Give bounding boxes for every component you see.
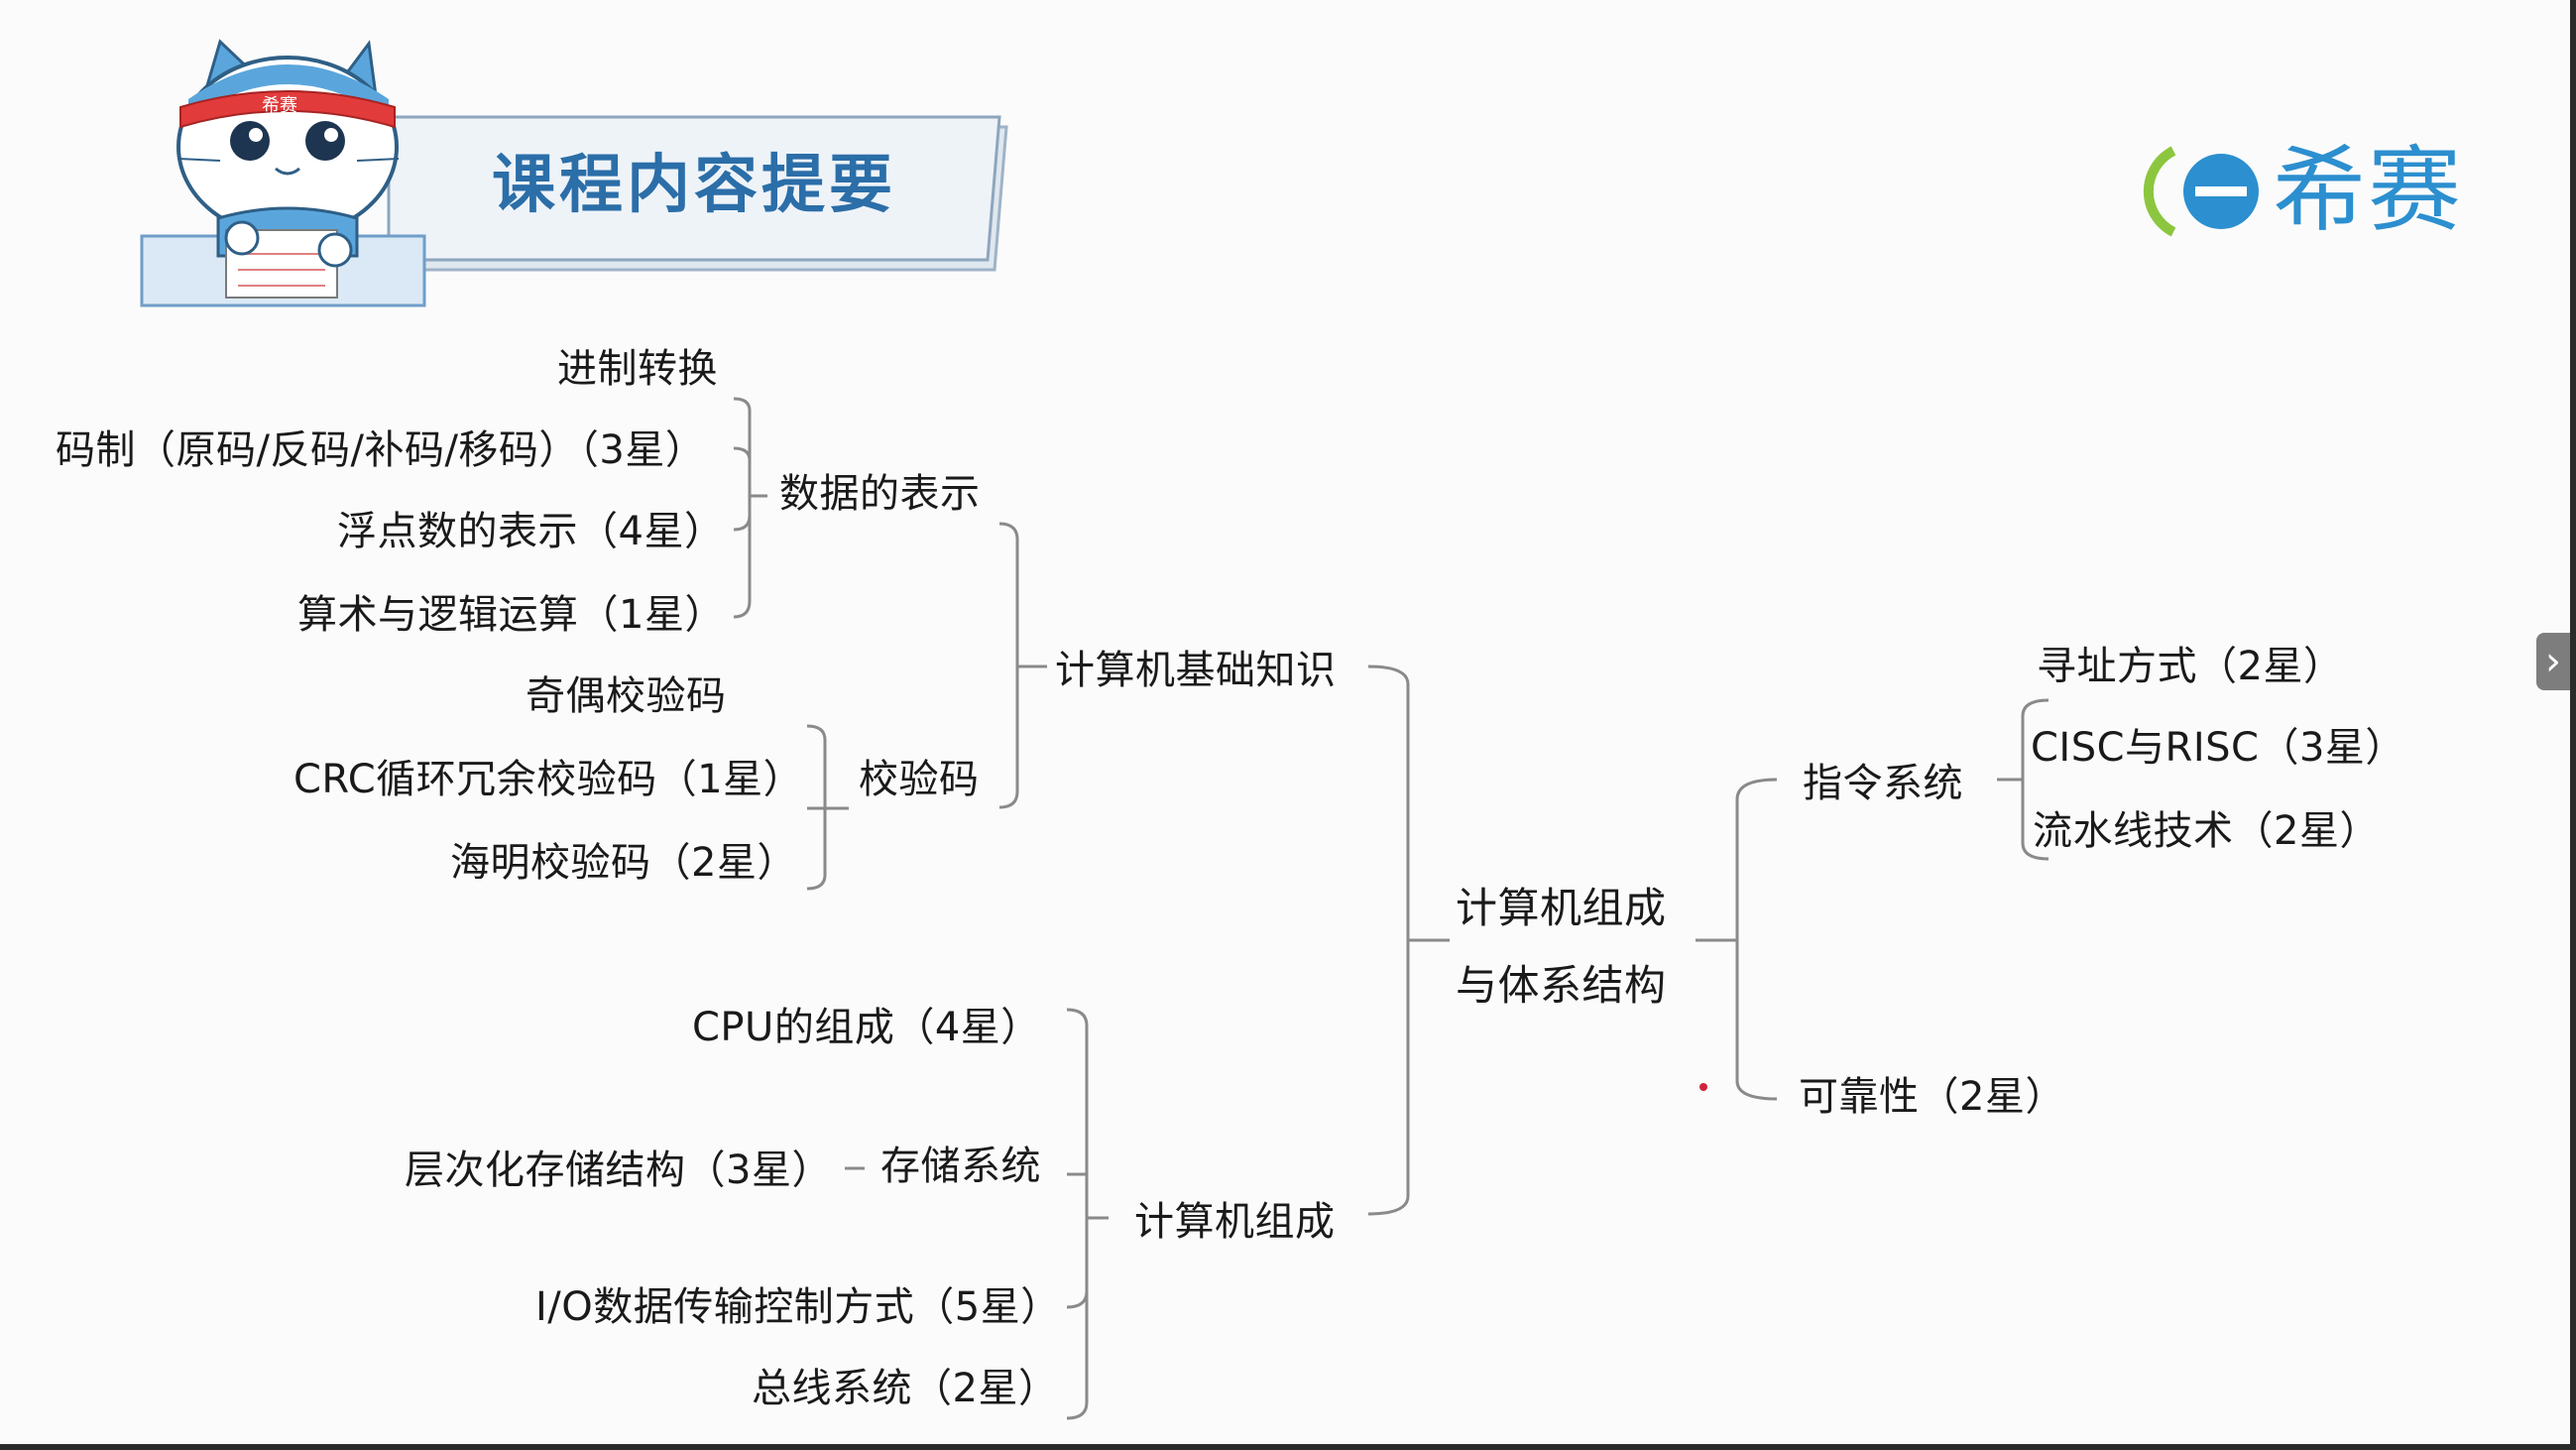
node-addressing-modes: 寻址方式（2星） <box>2037 644 2344 689</box>
bottom-border <box>0 1444 2576 1450</box>
node-instruction-system: 指令系统 <box>1803 761 1963 806</box>
next-slide-button[interactable]: › <box>2536 633 2570 690</box>
node-floating-point: 浮点数的表示（4星） <box>337 509 725 554</box>
mascot-cat-image: 希赛 <box>176 39 400 299</box>
chevron-right-icon: › <box>2545 639 2561 684</box>
node-cisc-risc: CISC与RISC（3星） <box>2031 725 2405 771</box>
headband-text: 希赛 <box>262 95 297 116</box>
brand-name: 希赛 <box>2273 137 2464 245</box>
node-pipeline: 流水线技术（2星） <box>2033 808 2380 854</box>
node-parity-check: 奇偶校验码 <box>526 673 727 719</box>
node-root-line1: 计算机组成 <box>1456 884 1667 932</box>
node-computer-composition: 计算机组成 <box>1134 1199 1336 1245</box>
right-border <box>2570 0 2576 1450</box>
node-cpu-composition: CPU的组成（4星） <box>692 1005 1041 1050</box>
node-io-transfer: I/O数据传输控制方式（5星） <box>535 1284 1061 1330</box>
node-root-line2: 与体系结构 <box>1456 961 1667 1010</box>
node-storage-system: 存储系统 <box>880 1144 1041 1189</box>
mindmap-connectors <box>733 397 2049 1420</box>
node-radix-conversion: 进制转换 <box>557 346 718 392</box>
node-computer-basics: 计算机基础知识 <box>1055 648 1337 693</box>
node-hierarchical-storage: 层次化存储结构（3星） <box>405 1148 832 1193</box>
node-bus-system: 总线系统（2星） <box>752 1366 1059 1411</box>
page-title: 课程内容提要 <box>492 149 896 222</box>
node-crc-check: CRC循环冗余校验码（1星） <box>293 757 804 802</box>
node-check-codes: 校验码 <box>859 757 980 802</box>
brand-logo-icon <box>2143 146 2259 237</box>
node-hamming-check: 海明校验码（2星） <box>450 840 797 886</box>
pointer-dot <box>1699 1083 1707 1091</box>
node-reliability: 可靠性（2星） <box>1799 1074 2065 1120</box>
node-arithmetic-logic: 算术与逻辑运算（1星） <box>297 592 725 638</box>
node-number-codes: 码制（原码/反码/补码/移码）（3星） <box>56 427 706 473</box>
node-data-representation: 数据的表示 <box>779 471 981 517</box>
